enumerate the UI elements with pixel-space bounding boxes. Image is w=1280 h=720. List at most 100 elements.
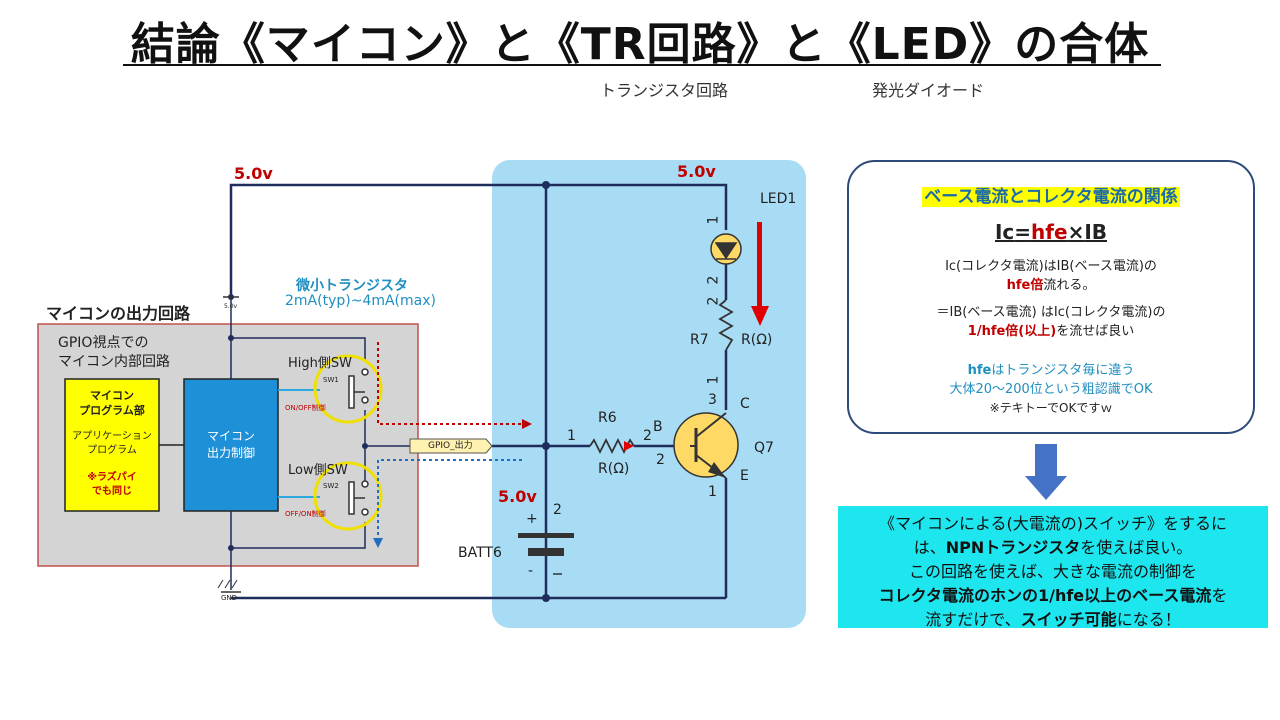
relation-heading-wrap: ベース電流とコレクタ電流の関係 (847, 182, 1255, 207)
r6-pin1: 1 (567, 428, 576, 444)
program-box-line1: マイコン (90, 389, 134, 402)
r6-unit: R(Ω) (598, 461, 630, 477)
q-name: Q7 (754, 440, 774, 456)
led-name: LED1 (760, 191, 797, 207)
gpio-view-line1: GPIO視点での (58, 335, 149, 351)
small-transistor-title: 微小トランジスタ (296, 278, 408, 294)
onoff-label-2: OFF/ON制御 (285, 510, 326, 518)
summary-line3: この回路を使えば、大きな電流の制御を (908, 562, 1197, 581)
onoff-label-1: ON/OFF制御 (285, 404, 326, 412)
result-arrow (1025, 444, 1067, 500)
note2: 大体20～200位という粗認識でOK (949, 382, 1153, 397)
sw2-label: SW2 (323, 482, 339, 490)
formula-hfe: hfe (1031, 220, 1068, 244)
summary-line2-b: NPNトランジスタ (945, 538, 1081, 557)
small-transistor-current: 2mA(typ)~4mA(max) (285, 293, 436, 309)
relation-line1-a: Ic(コレクタ電流)はIB(ベース電流)の (945, 259, 1157, 274)
battery-symbol (518, 528, 574, 575)
relation-line1-c: 流れる。 (1043, 278, 1096, 293)
q-collector-label: C (740, 396, 750, 412)
program-box (64, 378, 160, 512)
battery-minus: - (528, 563, 534, 579)
r7-pin1: 1 (705, 375, 722, 385)
led-pin2: 2 (705, 275, 722, 285)
led-current-arrow (757, 222, 762, 308)
vcc-label-left: 5.0v (234, 164, 273, 183)
control-box-line2: 出力制御 (206, 446, 255, 460)
relation-line1: Ic(コレクタ電流)はIB(ベース電流)の hfe倍流れる。 (847, 257, 1255, 295)
q-base-label: B (653, 419, 663, 435)
relation-line2-c: を流せば良い (1056, 324, 1135, 339)
relation-line2-a: ＝IB(ベース電流) はIc(コレクタ電流)の (936, 305, 1166, 320)
r6-name: R6 (598, 410, 617, 426)
vcc-label-right: 5.0v (677, 162, 716, 181)
battery-name: BATT6 (458, 545, 502, 561)
relation-line2-b: 1/hfe倍(以上) (967, 324, 1057, 339)
gnd-label: GND (221, 594, 238, 602)
r7-name: R7 (690, 332, 709, 348)
gpio-tag-shape (409, 438, 493, 454)
r6-pin2: 2 (643, 428, 652, 444)
battery-pin2: 2 (553, 502, 562, 518)
relation-line2: ＝IB(ベース電流) はIc(コレクタ電流)の 1/hfe倍(以上)を流せば良い (847, 303, 1255, 341)
raspi-note-line2: でも同じ (92, 486, 132, 497)
app-program-line1: アプリケーション (72, 431, 152, 442)
app-program-line2: プログラム (87, 445, 137, 456)
q-pin1: 1 (708, 484, 717, 500)
note1-hfe: hfe (967, 363, 992, 378)
summary-line2-c: を使えば良い。 (1080, 538, 1193, 557)
relation-heading: ベース電流とコレクタ電流の関係 (922, 187, 1180, 207)
transistor-q7 (673, 412, 739, 479)
led-pin1: 1 (705, 215, 722, 225)
page-title: 結論《マイコン》と《TR回路》と《LED》の合体 (130, 19, 1150, 70)
program-box-line2: プログラム部 (79, 404, 145, 417)
small-vcc-label: 5.0v (224, 303, 238, 310)
note1-text: はトランジスタ毎に違う (991, 363, 1135, 378)
program-box-label: マイコン プログラム部 (65, 388, 159, 418)
low-sw-label: Low側SW (288, 463, 348, 478)
q-pin3: 3 (708, 392, 717, 408)
raspi-note: ※ラズパイ でも同じ (65, 471, 159, 499)
control-box-label: マイコン 出力制御 (184, 428, 278, 462)
batt-voltage-label: 5.0v (498, 487, 537, 506)
summary-line5-a: 流すだけで、 (925, 610, 1021, 629)
r7-resistor (718, 299, 734, 351)
vcc-wire (229, 183, 728, 297)
battery-plus: + (526, 511, 538, 527)
high-sw-highlight (313, 354, 383, 424)
gpio-output-tag: GPIO_出力 (428, 441, 473, 451)
sw1-label: SW1 (323, 376, 339, 384)
title-underline (123, 64, 1161, 66)
summary-line2-a: は、 (913, 538, 946, 557)
low-sw-highlight (313, 461, 383, 531)
summary-line4-b: を (1211, 586, 1228, 605)
raspi-note-line1: ※ラズパイ (87, 472, 137, 483)
relation-notes: hfeはトランジスタ毎に違う 大体20～200位という粗認識でOK ※テキトーで… (847, 361, 1255, 418)
relation-line1-b: hfe倍 (1006, 278, 1044, 293)
summary-line5-b: スイッチ可能 (1020, 610, 1117, 629)
mcu-section-label: マイコンの出力回路 (46, 304, 191, 323)
high-sw-label: High側SW (288, 356, 352, 371)
gpio-view-line2: マイコン内部回路 (58, 354, 170, 370)
r7-pin2: 2 (705, 296, 722, 306)
subtitle-led: 発光ダイオード (872, 81, 985, 100)
control-box-line1: マイコン (206, 429, 255, 443)
formula-eq: = (1014, 220, 1032, 244)
summary-box: 《マイコンによる(大電流の)スイッチ》をするに は、NPNトランジスタを使えば良… (838, 506, 1268, 629)
summary-line1: 《マイコンによる(大電流の)スイッチ》をするに (878, 514, 1227, 533)
subtitle-tr: トランジスタ回路 (600, 81, 729, 100)
low-current-path (377, 459, 522, 540)
formula-times: × (1067, 220, 1085, 244)
formula-ib: IB (1084, 220, 1108, 244)
formula-ic: Ic (994, 220, 1015, 244)
led-symbol (710, 233, 742, 265)
summary-line4-a: コレクタ電流のホンの1/hfe以上のベース電流 (878, 586, 1212, 605)
note3: ※テキトーでOKですｗ (989, 401, 1113, 415)
summary-line5-c: になる！ (1116, 610, 1181, 629)
q-pin2: 2 (656, 452, 665, 468)
q-emitter-label: E (740, 468, 749, 484)
formula: Ic=hfe×IB (847, 220, 1255, 244)
transistor-panel (492, 160, 806, 628)
gpio-view-label: GPIO視点での マイコン内部回路 (58, 334, 170, 372)
